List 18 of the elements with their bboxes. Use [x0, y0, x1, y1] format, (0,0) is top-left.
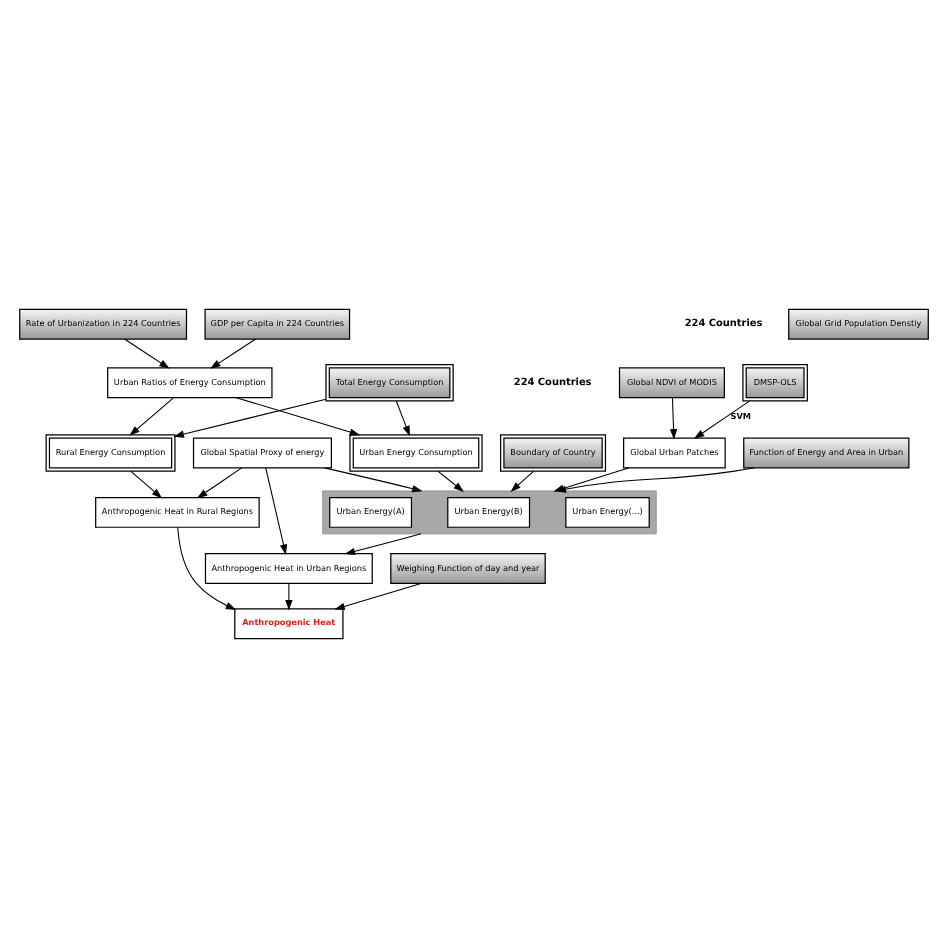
- arrow: [129, 397, 174, 436]
- arrow: [265, 467, 288, 555]
- arrow: [395, 400, 410, 437]
- arrow: [669, 397, 678, 440]
- arrow: [210, 338, 257, 369]
- arrow: [173, 398, 327, 438]
- arrow: [196, 467, 243, 499]
- arrow: [693, 400, 750, 439]
- arrow: [285, 582, 293, 611]
- cluster: [322, 490, 657, 535]
- arrow: [235, 397, 361, 436]
- arrow: [437, 470, 464, 492]
- arrow: [510, 470, 535, 492]
- arrow: [334, 582, 422, 610]
- arrow: [124, 338, 170, 369]
- arrow: [130, 470, 163, 499]
- arrow: [177, 526, 237, 610]
- arrow: [323, 467, 423, 493]
